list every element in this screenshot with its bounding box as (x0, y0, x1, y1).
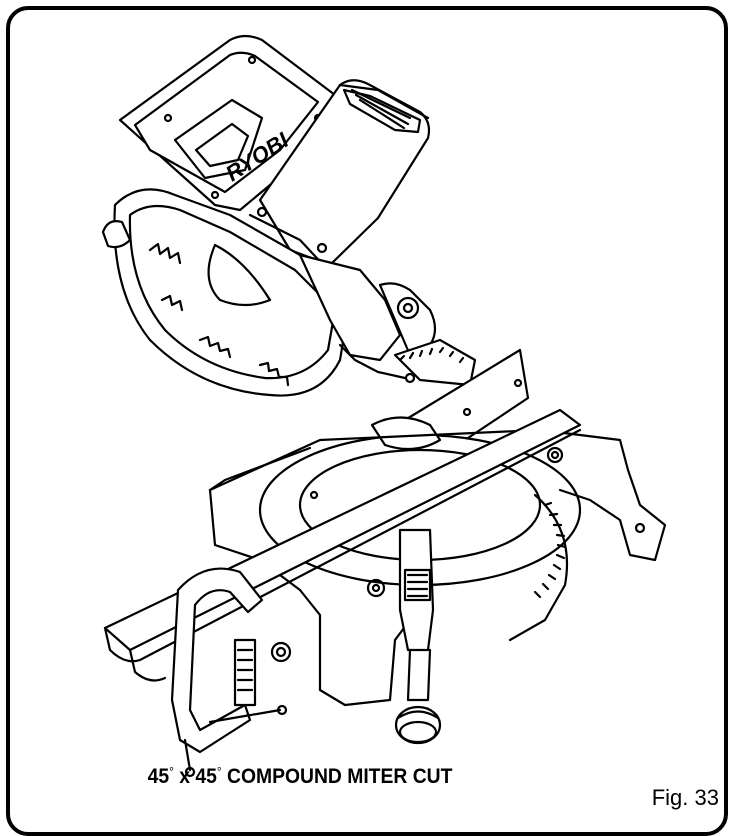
figure-caption: 45° x 45° COMPOUND MITER CUT (134, 764, 465, 789)
bevel-scale (393, 338, 477, 387)
caption-text: COMPOUND MITER CUT (221, 765, 453, 788)
saw-arm (298, 253, 437, 384)
caption-angle-1: 45 (147, 765, 170, 788)
miter-lock-handle (394, 528, 442, 745)
caption-angle-2: x 45 (173, 765, 217, 788)
base (208, 428, 667, 707)
figure-label: Fig. 33 (647, 785, 723, 817)
degree-symbol: ° (216, 764, 222, 779)
degree-symbol: ° (169, 764, 174, 779)
blade-guard (101, 188, 352, 397)
c-clamp (170, 567, 288, 778)
miter-saw-illustration: RYOBI (101, 34, 667, 778)
